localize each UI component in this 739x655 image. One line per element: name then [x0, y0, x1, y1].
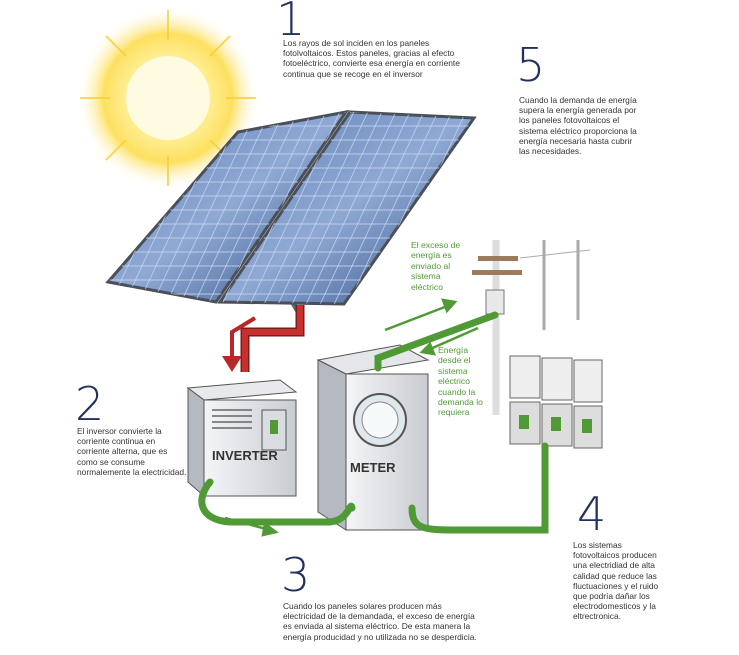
step-1-text: Los rayos de sol inciden en los paneles …: [283, 38, 460, 79]
meter-label: METER: [350, 460, 396, 475]
flow-arrows: [224, 298, 547, 537]
red-pipe: [222, 305, 305, 372]
step-2-text: El inversor convierte la corriente conti…: [77, 426, 187, 477]
step-4-text: Los sistemas fotovoltaicos producen una …: [573, 540, 659, 622]
step-4-number: 4: [577, 487, 607, 541]
step-5-text: Cuando la demanda de energía supera la e…: [519, 95, 637, 157]
step-5-number: 5: [516, 38, 546, 92]
solar-panels: [105, 109, 477, 317]
step-3-number: 3: [281, 548, 311, 602]
outlets: [509, 355, 603, 449]
utility-poles: [472, 240, 591, 415]
excess-energy-note: El exceso de energía es enviado al siste…: [411, 240, 461, 292]
inverter: INVERTER: [186, 379, 298, 498]
step-2-number: 2: [75, 377, 105, 431]
step-3-text: Cuando los paneles solares producen más …: [283, 601, 477, 642]
sun: [76, 6, 260, 190]
grid-energy-note: Energía desde el sistema eléctrico cuand…: [438, 345, 483, 418]
inverter-label: INVERTER: [212, 448, 278, 463]
green-cables: [198, 311, 549, 534]
meter: METER: [316, 344, 430, 531]
step-1-number: 1: [276, 0, 306, 46]
